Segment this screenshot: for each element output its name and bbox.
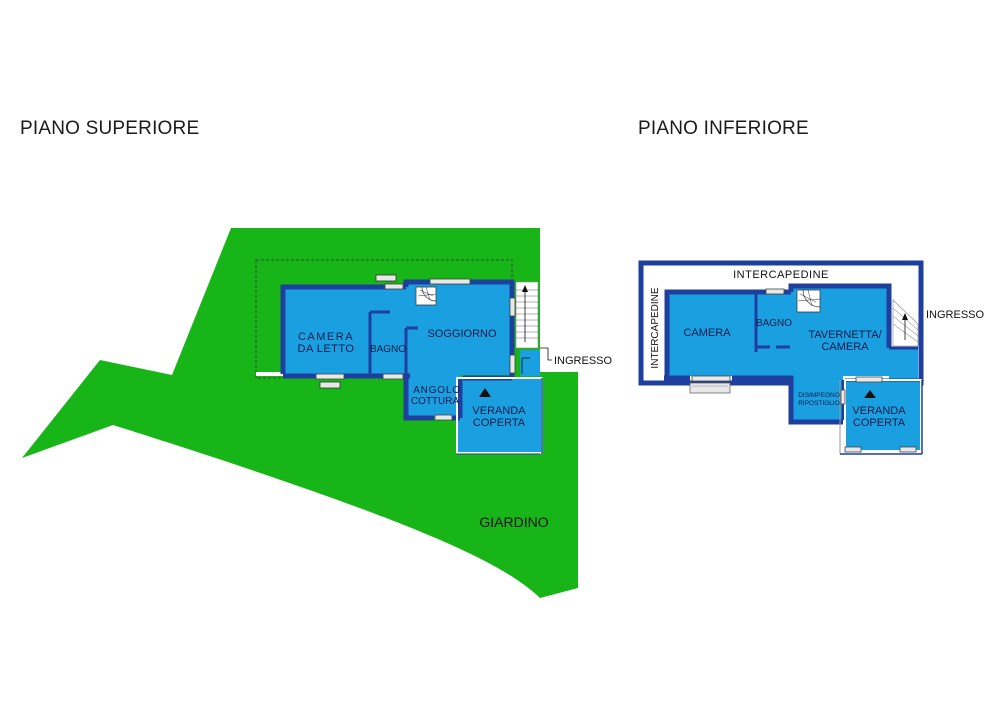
upper-floor-plan: CAMERA DA LETTO BAGNO SOGGIORNO ANGOLO C… [22, 228, 613, 598]
label-tavernetta: TAVERNETTA/ [808, 329, 882, 341]
lower-external-stair [892, 299, 919, 347]
upper-entry-arrow [479, 388, 491, 397]
label-lower-veranda: VERANDA [852, 405, 906, 417]
label-disimpegno: DISIMPEGNO [798, 392, 840, 399]
upper-spiral-stair [415, 286, 437, 306]
lower-floor-plan: INTERCAPEDINE INTERCAPEDINE CAMERA BAGNO… [638, 260, 985, 455]
label-lower-coperta: COPERTA [853, 417, 906, 429]
lower-spiral-stair [796, 289, 821, 313]
label-da-letto: DA LETTO [298, 343, 355, 355]
lower-floor-title: PIANO INFERIORE [638, 118, 809, 139]
veranda-coperta-room [457, 378, 541, 452]
label-lower-bagno: BAGNO [756, 318, 792, 329]
label-camera: CAMERA [298, 331, 354, 343]
lower-entry-arrow [864, 390, 876, 398]
label-ingresso-lower: INGRESSO [926, 309, 985, 321]
camera-da-letto-room [285, 287, 368, 375]
label-soggiorno: SOGGIORNO [427, 328, 497, 340]
label-ripostiglio: RIPOSTIGLIO [798, 400, 840, 407]
label-tavernetta-camera: CAMERA [821, 341, 869, 353]
lower-camera-room [667, 292, 756, 376]
label-coperta: COPERTA [473, 417, 526, 429]
upper-floor-title: PIANO SUPERIORE [20, 118, 200, 139]
upper-external-stair [515, 281, 540, 376]
disimpegno-room [791, 376, 843, 422]
bagno-room [368, 310, 406, 375]
label-ingresso-upper: INGRESSO [554, 355, 613, 367]
angolo-cottura-room [406, 375, 460, 416]
label-lower-camera: CAMERA [683, 327, 731, 339]
lower-bagno-room [756, 292, 791, 352]
label-giardino: GIARDINO [479, 514, 548, 530]
label-angolo: ANGOLO [413, 385, 461, 396]
label-intercapedine-top: INTERCAPEDINE [733, 269, 829, 281]
lower-veranda-room [845, 380, 921, 450]
label-bagno: BAGNO [370, 344, 406, 355]
label-intercapedine-side: INTERCAPEDINE [650, 287, 661, 368]
label-cottura: COTTURA [411, 396, 460, 407]
label-veranda: VERANDA [472, 405, 526, 417]
